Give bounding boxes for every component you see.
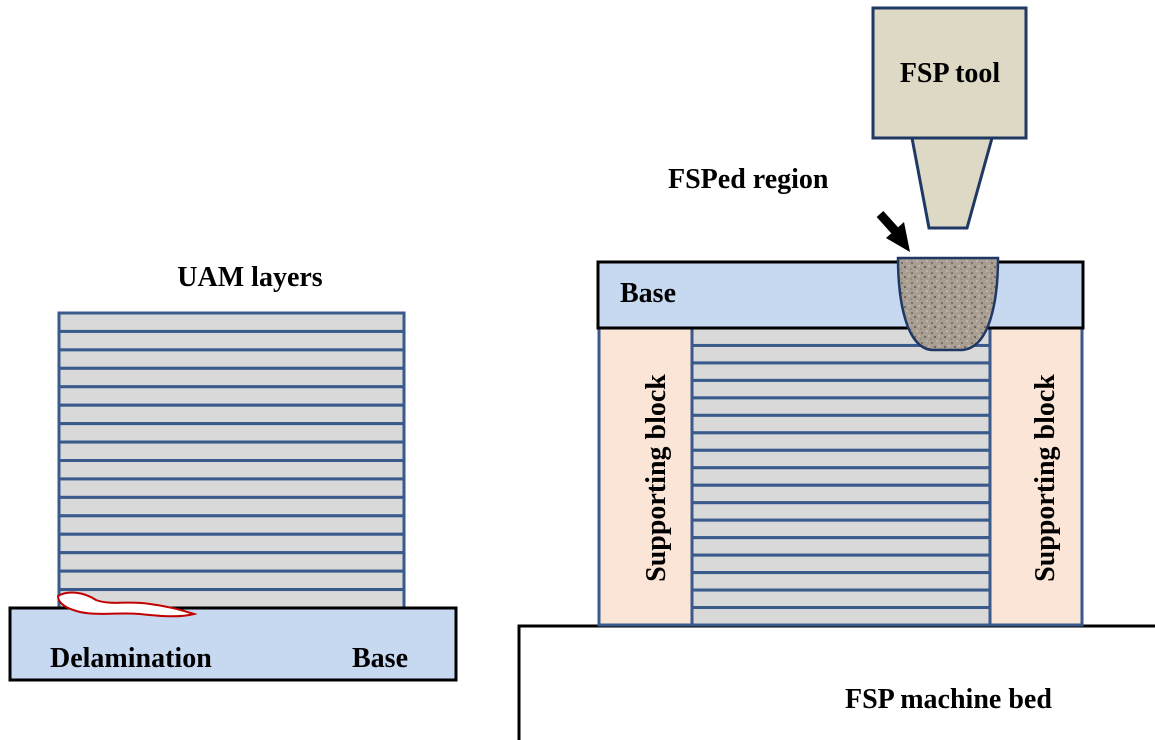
supporting-block-left <box>597 326 694 627</box>
fsped-region <box>896 256 1000 352</box>
uam-layer <box>57 440 406 462</box>
uam-layer <box>690 431 992 452</box>
right-base-label: Base <box>620 278 676 309</box>
fsp-tool-label: FSP tool <box>900 58 1001 89</box>
uam-layer <box>57 366 406 389</box>
supporting-block-left-label: Supporting block <box>641 374 672 582</box>
uam-layer <box>690 378 992 400</box>
left-base-label: Base <box>352 643 408 674</box>
uam-layer-stack <box>57 311 406 610</box>
uam-layer <box>690 606 992 627</box>
fsp-tool-pin <box>910 136 994 230</box>
uam-layers-label: UAM layers <box>177 262 323 293</box>
uam-layer <box>57 532 406 555</box>
uam-layer <box>690 501 992 522</box>
uam-layer <box>690 466 992 487</box>
uam-layer <box>57 311 406 333</box>
uam-layer <box>690 396 992 417</box>
uam-layer <box>57 514 406 536</box>
uam-layer <box>57 495 406 518</box>
machine-bed <box>517 624 1155 740</box>
uam-layer <box>690 361 992 382</box>
uam-layer <box>690 483 992 505</box>
left-base <box>8 606 458 682</box>
uam-layer <box>57 459 406 481</box>
uam-layer <box>57 385 406 407</box>
uam-layer <box>690 571 992 592</box>
uam-layer <box>57 422 406 444</box>
fsped-region-label: FSPed region <box>668 164 829 195</box>
arrow-icon <box>876 210 910 252</box>
uam-layer <box>690 553 992 575</box>
uam-layer <box>57 551 406 573</box>
uam-layer <box>57 403 406 426</box>
delamination-label: Delamination <box>50 643 212 674</box>
delamination-crack <box>56 591 198 618</box>
uam-layer <box>57 569 406 592</box>
uam-layer <box>57 348 406 370</box>
uam-layer <box>690 588 992 610</box>
supporting-block-right-label: Supporting block <box>1030 374 1061 582</box>
uam-layer <box>57 477 406 499</box>
right-layer-stack <box>690 326 992 627</box>
uam-layer <box>690 518 992 540</box>
uam-layer <box>690 413 992 435</box>
machine-bed-label: FSP machine bed <box>845 684 1052 715</box>
right-base <box>596 260 1085 330</box>
uam-layer <box>57 329 406 352</box>
uam-layer <box>690 448 992 470</box>
uam-layer <box>690 536 992 557</box>
